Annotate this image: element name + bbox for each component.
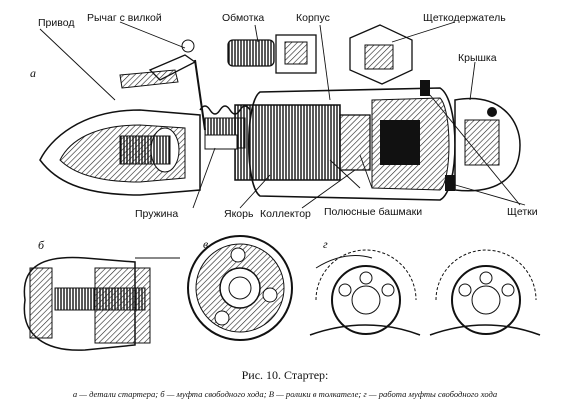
label-pole-shoes: Полюсные башмаки: [324, 206, 423, 218]
leader-lines: [39, 21, 526, 209]
figure-caption-subtitle: а — детали стартера; б — муфта свободног…: [72, 389, 498, 399]
label-armature: Якорь: [224, 208, 254, 220]
panel-tag-a: а: [30, 66, 36, 80]
panel-tag-v: в: [203, 237, 209, 251]
drive-housing: [39, 109, 201, 196]
label-brush-holder: Щеткодержатель: [423, 12, 506, 24]
housing: [248, 87, 456, 201]
panel-tag-b: б: [38, 238, 45, 252]
figure-caption-title: Рис. 10. Стартер:: [241, 368, 329, 382]
rollers-in-pusher: [187, 235, 293, 341]
freewheel-clutch-section: [23, 256, 180, 351]
label-commutator: Коллектор: [260, 208, 311, 220]
label-housing: Корпус: [296, 12, 330, 24]
label-cover: Крышка: [458, 52, 497, 64]
label-brushes: Щетки: [507, 206, 538, 218]
winding: [227, 34, 317, 74]
brushes: [420, 80, 455, 191]
armature: [204, 104, 341, 181]
label-drive: Привод: [38, 17, 75, 29]
panel-tag-g: г: [323, 237, 328, 251]
brush-holder: [349, 24, 413, 85]
lever-with-fork: [119, 39, 206, 131]
commutator: [339, 114, 371, 171]
cover: [454, 97, 521, 192]
freewheel-operation-left: [309, 249, 421, 336]
label-winding: Обмотка: [222, 12, 265, 24]
label-spring: Пружина: [135, 208, 179, 220]
freewheel-operation-right: [429, 249, 541, 336]
label-lever-fork: Рычаг с вилкой: [87, 12, 162, 24]
